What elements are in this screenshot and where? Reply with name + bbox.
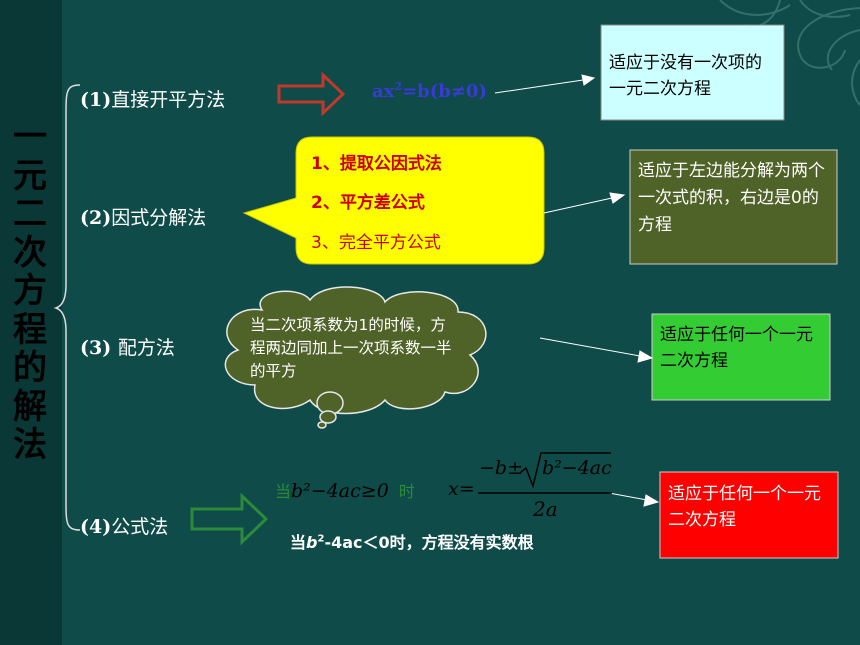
title-char: 方 bbox=[13, 271, 47, 311]
result-box-1 bbox=[600, 24, 785, 121]
formula-radicand: b²−4ac bbox=[542, 457, 612, 479]
callout-bubble bbox=[242, 136, 545, 265]
thought-cloud bbox=[224, 286, 487, 429]
formula-lhs: x= bbox=[448, 478, 475, 500]
callout-item-1: 1、提取公因式法 bbox=[311, 154, 442, 174]
block-arrow-1 bbox=[277, 71, 346, 117]
connector-arrow-1 bbox=[494, 79, 584, 94]
result-text-3: 适应于任何一个一元二次方程 bbox=[660, 325, 813, 371]
title-char: 一 bbox=[13, 117, 47, 157]
formula-numerator: −b± bbox=[479, 457, 524, 479]
radical-sign bbox=[519, 452, 611, 489]
result-box-3 bbox=[651, 313, 831, 401]
connector-arrow-3 bbox=[539, 337, 641, 357]
cloud-text: 当二次项系数为1的时候，方程两边同加上一次项系数一半的平方 bbox=[250, 316, 452, 380]
result-box-2 bbox=[629, 149, 838, 265]
title-char: 程 bbox=[13, 309, 47, 350]
connector-arrow-4 bbox=[608, 492, 648, 501]
left-band bbox=[0, 0, 62, 645]
result-text-1: 适应于没有一次项的一元二次方程 bbox=[609, 53, 762, 99]
callout-item-2: 2、平方差公式 bbox=[311, 193, 425, 213]
result-box-4 bbox=[659, 471, 839, 559]
connector-arrow-2 bbox=[543, 197, 613, 214]
curly-brace bbox=[53, 84, 81, 531]
method-2-label: (2)因式分解法 bbox=[80, 207, 207, 229]
title-char: 的 bbox=[13, 348, 47, 388]
block-arrow-4 bbox=[190, 492, 269, 546]
formula-direct-root: ax2=b(b≠0) bbox=[372, 80, 487, 102]
title-char: 次 bbox=[13, 232, 47, 273]
title-char: 解 bbox=[13, 386, 47, 427]
method-3-label: (3) 配方法 bbox=[80, 337, 175, 359]
method-4-label: (4)公式法 bbox=[80, 516, 169, 538]
result-text-2: 适应于左边能分解为两个一次式的积，右边是0的方程 bbox=[638, 161, 825, 235]
title-char: 二 bbox=[13, 194, 47, 234]
result-text-4: 适应于任何一个一元二次方程 bbox=[668, 484, 821, 530]
method-1-label: (1)直接开平方法 bbox=[80, 89, 226, 111]
no-real-root-note: 当b2-4ac＜0时，方程没有实数根 bbox=[290, 533, 534, 552]
title-char: 法 bbox=[13, 425, 47, 465]
formula-denominator: 2a bbox=[533, 497, 558, 521]
callout-item-3: 3、完全平方公式 bbox=[311, 233, 441, 253]
vertical-title: 一 元 二 次 方 程 的 解 法 bbox=[9, 118, 51, 465]
title-char: 元 bbox=[13, 155, 47, 196]
